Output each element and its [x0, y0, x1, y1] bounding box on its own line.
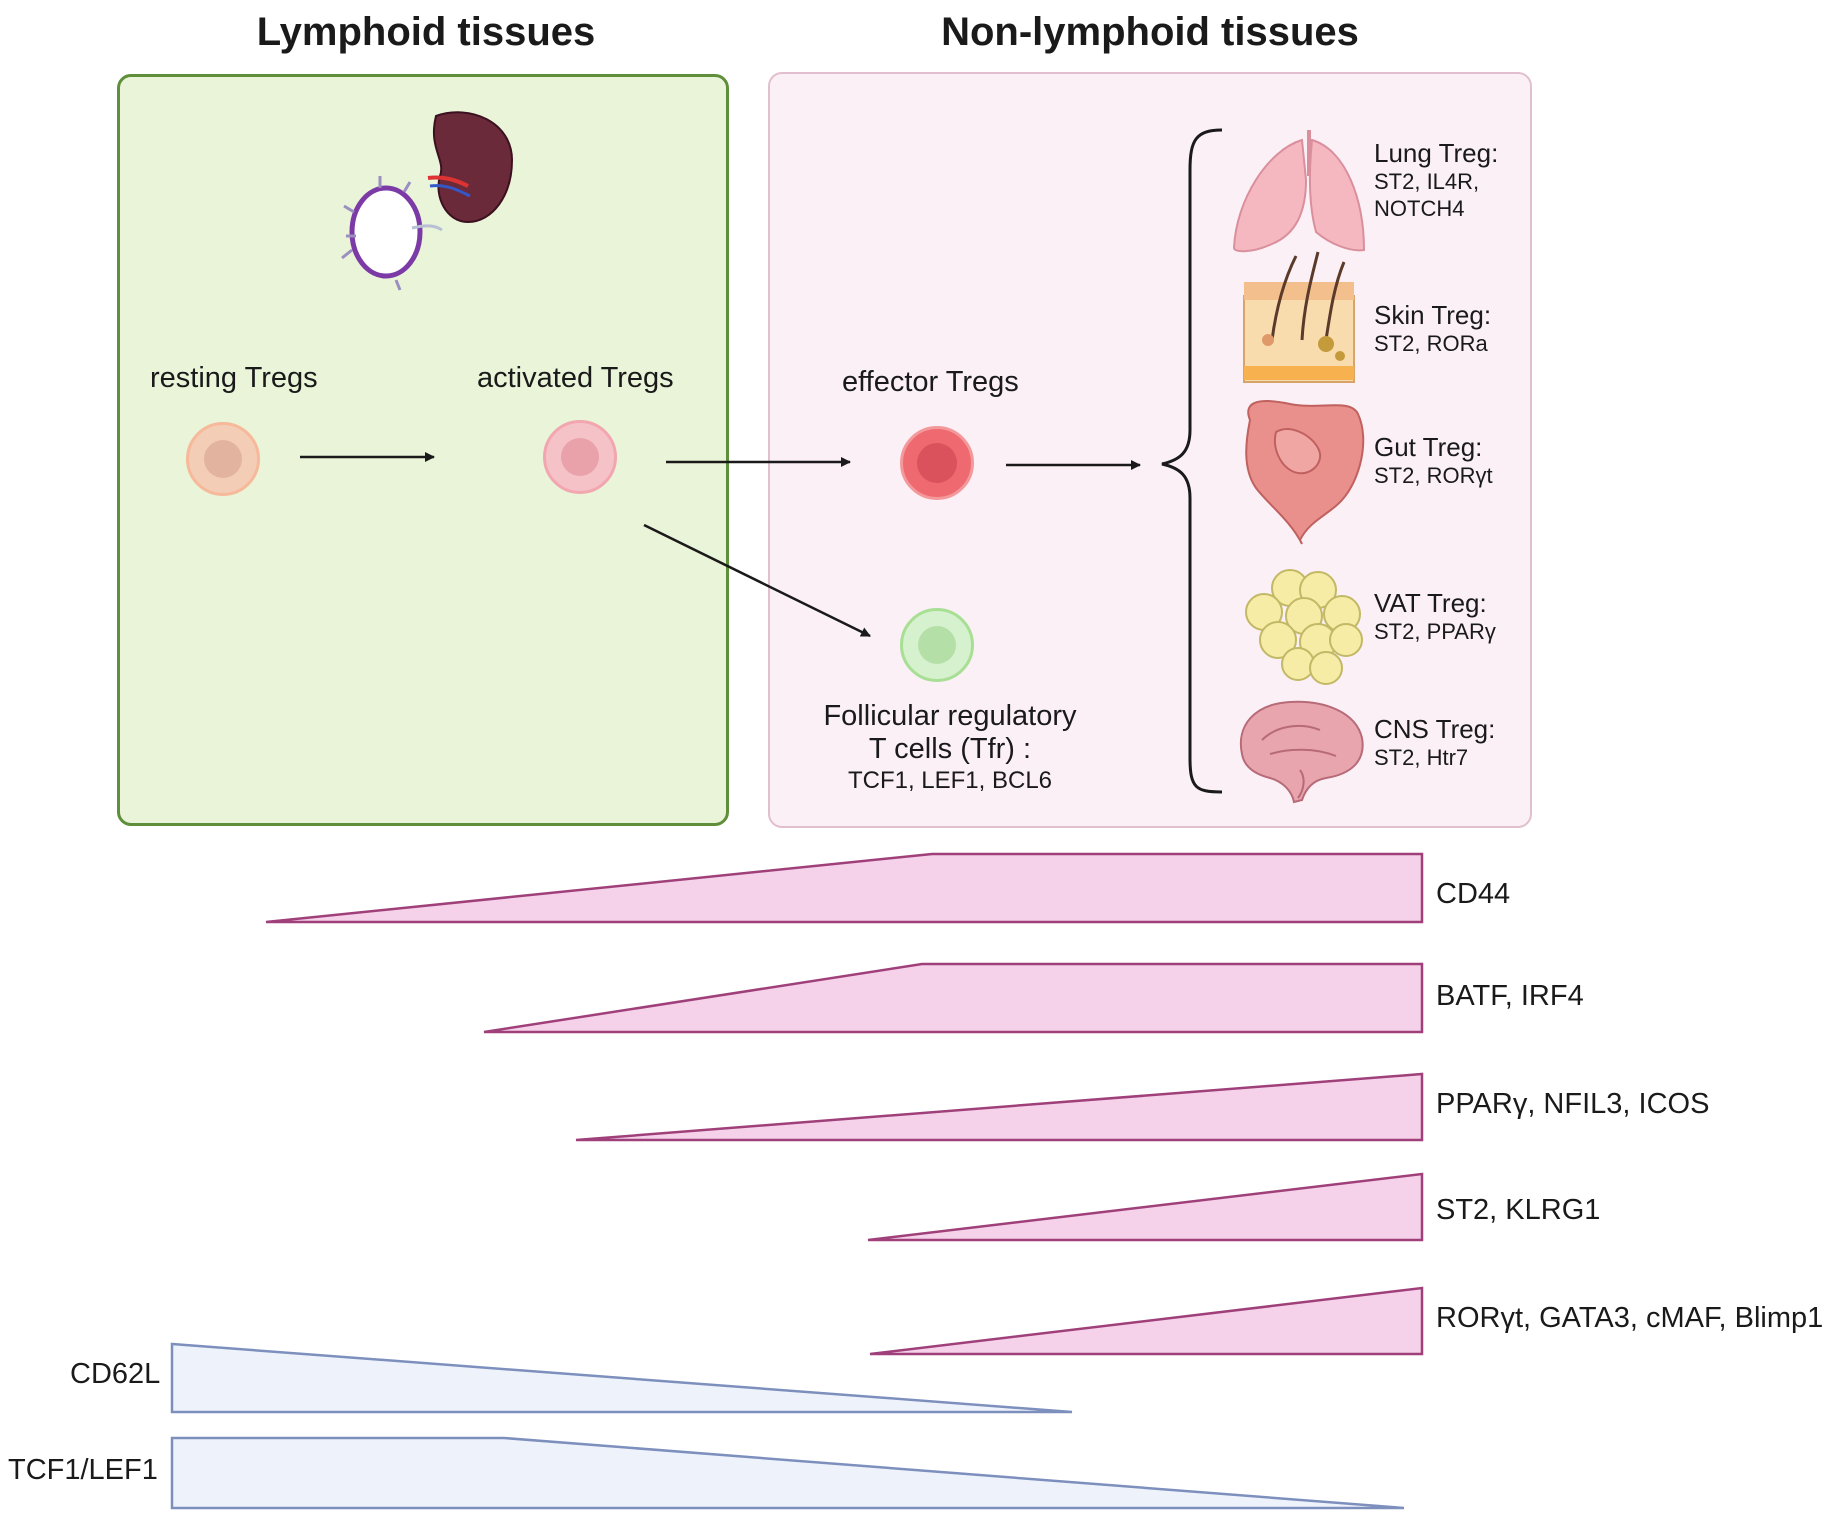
- cns-treg-label: CNS Treg: ST2, Htr7: [1374, 714, 1495, 772]
- gut-treg-label: Gut Treg: ST2, RORγt: [1374, 432, 1493, 490]
- vat-treg-label: VAT Treg: ST2, PPARγ: [1374, 588, 1496, 646]
- tfr-label-line2: T cells (Tfr) :: [868, 733, 1032, 766]
- marker-gradients: [170, 852, 1424, 1510]
- lung-treg-markers-line1: ST2, IL4R,: [1374, 169, 1480, 195]
- gut-icon: [1245, 400, 1365, 545]
- gradient-wedge-batf-irf4: [483, 962, 1424, 1034]
- arrow-activated-to-tfr: [643, 523, 871, 638]
- resting-tregs-label: resting Tregs: [150, 362, 318, 394]
- gradient-wedge-tcf1-lef1: [170, 1436, 1405, 1510]
- vat-treg-name: VAT Treg:: [1374, 588, 1487, 618]
- gradient-wedge-rorgt-gata3-cmaf-blimp1: [869, 1286, 1424, 1356]
- gradient-wedge-pparg-nfil3-icos: [575, 1072, 1424, 1142]
- resting-treg-cell: [186, 422, 260, 496]
- activated-treg-cell: [543, 420, 617, 494]
- gradient-wedge-cd62l: [170, 1342, 1073, 1414]
- gradient-label-tcf1-lef1: TCF1/LEF1: [8, 1454, 158, 1486]
- lymphoid-tissues-title: Lymphoid tissues: [256, 10, 596, 54]
- gradient-label-rorgt-gata3-cmaf-blimp1: RORγt, GATA3, cMAF, Blimp1: [1436, 1302, 1824, 1334]
- non-lymphoid-tissues-title: Non-lymphoid tissues: [941, 10, 1359, 54]
- gradient-label-pparg-nfil3-icos: PPARγ, NFIL3, ICOS: [1436, 1088, 1710, 1120]
- skin-treg-markers: ST2, RORa: [1374, 331, 1488, 357]
- lung-treg-markers-line2: NOTCH4: [1374, 195, 1465, 221]
- cell-nucleus: [917, 443, 957, 483]
- activated-tregs-label: activated Tregs: [477, 362, 674, 394]
- cns-treg-markers: ST2, Htr7: [1374, 745, 1469, 771]
- effector-treg-cell: [900, 426, 974, 500]
- lung-treg-name: Lung Treg:: [1374, 138, 1499, 168]
- tfr-label: Follicular regulatory T cells (Tfr) : TC…: [790, 700, 1110, 794]
- lung-treg-label: Lung Treg: ST2, IL4R, NOTCH4: [1374, 138, 1498, 222]
- vat-treg-markers: ST2, PPARγ: [1374, 619, 1496, 645]
- gradient-label-cd44: CD44: [1436, 878, 1511, 910]
- effector-tregs-label: effector Tregs: [842, 366, 1019, 398]
- skin-treg-name: Skin Treg:: [1374, 300, 1492, 330]
- tfr-markers: TCF1, LEF1, BCL6: [847, 766, 1053, 794]
- lymph-node-spleen-icon: [341, 111, 514, 291]
- gradient-wedge-cd44: [265, 852, 1424, 924]
- adipose-tissue-icon: [1245, 569, 1363, 685]
- skin-icon: [1243, 251, 1355, 383]
- gradient-label-batf-irf4: BATF, IRF4: [1436, 980, 1584, 1012]
- brain-icon: [1239, 700, 1364, 804]
- non-lymphoid-tissues-panel: [768, 72, 1532, 828]
- gradient-label-st2-klrg1: ST2, KLRG1: [1436, 1194, 1601, 1226]
- cell-nucleus: [918, 626, 956, 664]
- cell-nucleus: [204, 440, 242, 478]
- lung-icon: [1232, 130, 1366, 253]
- tfr-cell: [900, 608, 974, 682]
- cell-nucleus: [561, 438, 599, 476]
- skin-treg-label: Skin Treg: ST2, RORa: [1374, 300, 1491, 358]
- curly-brace: [1161, 128, 1223, 794]
- gut-treg-markers: ST2, RORγt: [1374, 463, 1493, 489]
- gradient-label-cd62l: CD62L: [70, 1358, 161, 1390]
- gradient-wedge-st2-klrg1: [867, 1172, 1424, 1242]
- gut-treg-name: Gut Treg:: [1374, 432, 1483, 462]
- cns-treg-name: CNS Treg:: [1374, 714, 1496, 744]
- tfr-label-line1: Follicular regulatory: [823, 700, 1077, 732]
